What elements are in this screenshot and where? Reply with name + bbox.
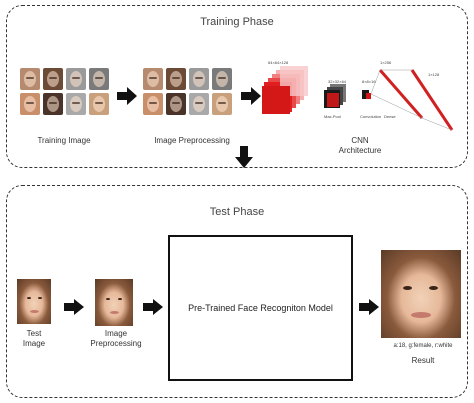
arrow-down-icon — [235, 146, 253, 168]
face-thumbnail — [20, 93, 40, 115]
preprocessed-image-grid — [143, 68, 232, 115]
preprocessing-label: Image Preprocessing — [154, 136, 230, 145]
face-thumbnail — [66, 93, 86, 115]
test-phase-title: Test Phase — [209, 206, 265, 218]
test-preprocessing-line2: Preprocessing — [90, 339, 142, 348]
face-thumbnail — [166, 93, 186, 115]
cnn-label-line1: CNN — [351, 136, 369, 145]
test-preprocessing-line1: Image — [104, 329, 128, 338]
pretrained-model-box: Pre-Trained Face Recogniton Model — [168, 235, 353, 381]
test-image-label-line2: Image — [22, 339, 46, 348]
test-image-label-line1: Test — [26, 329, 42, 338]
cnn-label-line2: Architecture — [338, 146, 382, 155]
cnn-label: CNN Architecture — [320, 136, 400, 156]
cnn-dense-layers — [370, 69, 454, 131]
test-phase-panel: Test Phase — [6, 185, 468, 398]
face-thumbnail — [189, 68, 209, 90]
face-thumbnail — [20, 68, 40, 90]
test-image-photo — [17, 279, 51, 324]
face-thumbnail — [189, 93, 209, 115]
face-thumbnail — [166, 68, 186, 90]
face-thumbnail — [66, 68, 86, 90]
training-image-label: Training Image — [37, 136, 91, 145]
face-thumbnail — [89, 93, 109, 115]
face-thumbnail — [43, 93, 63, 115]
cnn-pool-label: Max-Pool — [324, 114, 341, 119]
cnn-conv-layer — [324, 84, 346, 108]
result-values: a:18, g:female, r:white — [393, 343, 453, 349]
result-photo — [381, 250, 461, 338]
arrow-right-icon — [143, 299, 163, 315]
face-thumbnail — [212, 93, 232, 115]
cnn-conv-dims: 32×32×64 — [328, 79, 347, 84]
arrow-right-icon — [64, 299, 84, 315]
face-thumbnail — [143, 93, 163, 115]
cnn-input-dims: 64×64×128 — [268, 60, 289, 65]
cnn-fc2-dims: 1×128 — [428, 72, 440, 77]
arrow-right-icon — [241, 87, 261, 105]
face-thumbnail — [143, 68, 163, 90]
result-label: Result — [411, 356, 435, 365]
cnn-fc1-dims: 1×256 — [380, 60, 392, 65]
model-label: Pre-Trained Face Recogniton Model — [188, 303, 333, 313]
cnn-input-layer — [262, 66, 308, 114]
test-image-label: Test Image — [5, 329, 63, 349]
face-thumbnail — [89, 68, 109, 90]
face-thumbnail — [212, 68, 232, 90]
training-image-grid — [20, 68, 109, 115]
arrow-right-icon — [117, 87, 137, 105]
cnn-pool-layer — [362, 90, 371, 99]
cnn-conv-label: Convolution — [360, 114, 382, 119]
cnn-small-dims: 8×8×16 — [362, 79, 376, 84]
arrow-right-icon — [359, 299, 379, 315]
preprocessed-test-photo — [95, 279, 133, 326]
cnn-dense-label: Dense — [384, 114, 396, 119]
training-phase-panel: Training Phase — [6, 5, 468, 168]
training-phase-title: Training Phase — [200, 16, 274, 28]
test-preprocessing-label: Image Preprocessing — [78, 329, 154, 349]
face-thumbnail — [43, 68, 63, 90]
cnn-architecture-diagram — [262, 66, 454, 131]
